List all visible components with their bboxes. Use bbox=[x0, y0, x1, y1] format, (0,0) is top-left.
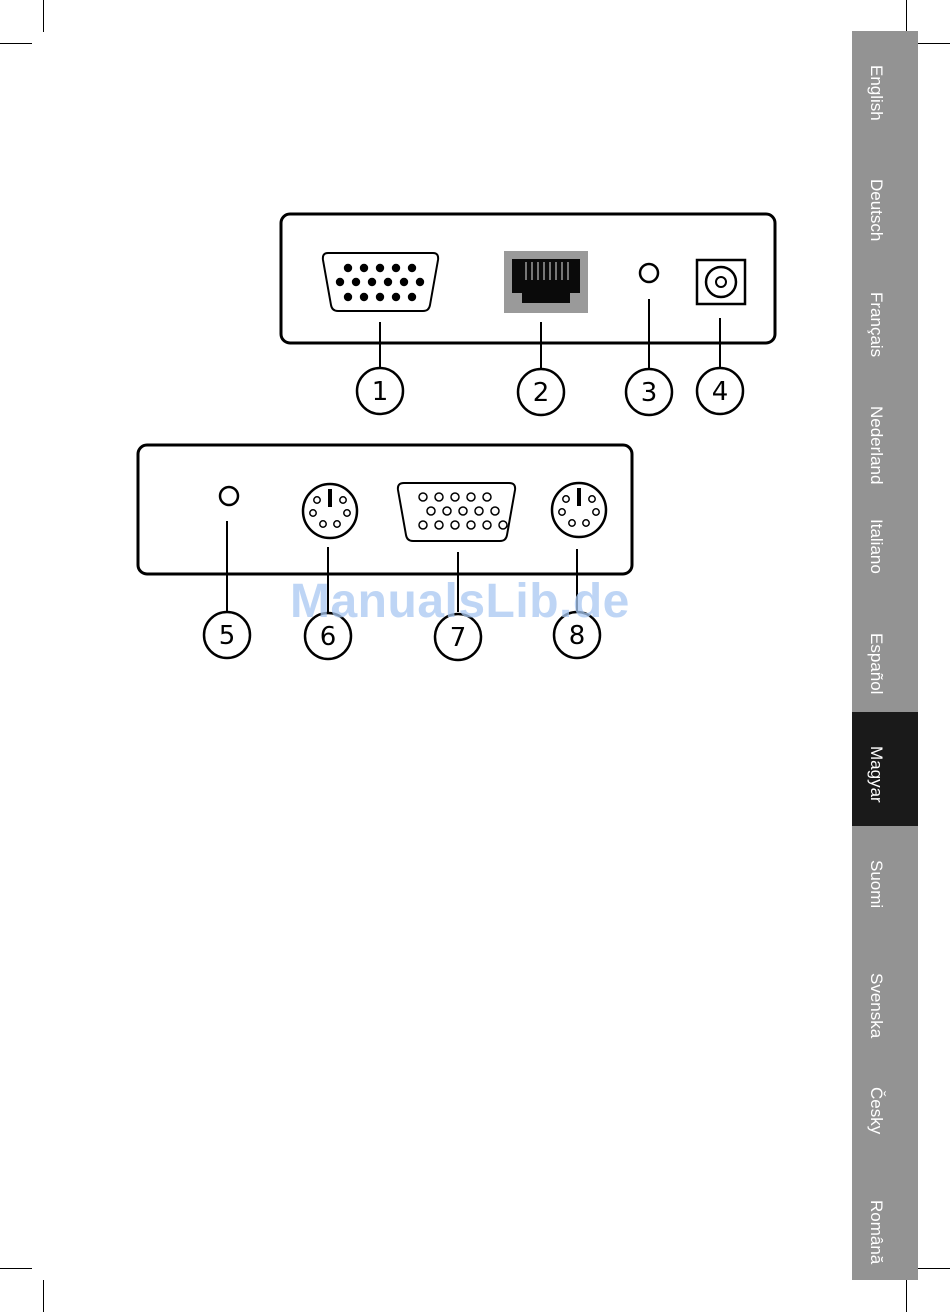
language-tab-italiano[interactable]: Italiano bbox=[852, 485, 918, 599]
language-tab-label: Español bbox=[866, 633, 886, 694]
language-tab-label: English bbox=[866, 65, 886, 121]
vga-port-icon bbox=[398, 483, 515, 541]
language-tab-deutsch[interactable]: Deutsch bbox=[852, 145, 918, 259]
language-tab-romana[interactable]: Română bbox=[852, 1166, 918, 1280]
callout-5: 5 bbox=[219, 621, 236, 651]
ethernet-port-icon bbox=[504, 251, 588, 313]
language-tab-label: Italiano bbox=[866, 519, 886, 574]
language-tab-nederlands[interactable]: Nederlands bbox=[852, 372, 918, 486]
language-tab-label: Svenska bbox=[866, 973, 886, 1038]
language-tab-label: Nederlands bbox=[866, 406, 886, 486]
watermark: ManualsLib.de bbox=[290, 574, 630, 629]
language-tab-francais[interactable]: Français bbox=[852, 258, 918, 372]
callout-1: 1 bbox=[372, 377, 389, 407]
top-device-panel: 1 2 3 4 bbox=[281, 214, 775, 415]
ps2-port-icon bbox=[303, 484, 357, 538]
ps2-port-icon bbox=[552, 483, 606, 537]
language-tab-espanol[interactable]: Español bbox=[852, 599, 918, 713]
language-tab-label: Magyar bbox=[866, 746, 886, 803]
led-indicator-icon bbox=[640, 264, 658, 282]
language-tab-label: Česky bbox=[866, 1087, 886, 1134]
callout-2: 2 bbox=[533, 378, 550, 408]
language-tab-label: Suomi bbox=[866, 860, 886, 908]
language-tab-label: Deutsch bbox=[866, 179, 886, 241]
led-indicator-icon bbox=[220, 487, 238, 505]
callout-4: 4 bbox=[712, 377, 729, 407]
language-tab-label: Français bbox=[866, 292, 886, 357]
language-tab-svenska[interactable]: Svenska bbox=[852, 939, 918, 1053]
language-tab-magyar[interactable]: Magyar bbox=[852, 712, 918, 826]
language-tab-cesky[interactable]: Česky bbox=[852, 1053, 918, 1167]
callout-3: 3 bbox=[641, 378, 658, 408]
language-tab-label: Română bbox=[866, 1200, 886, 1264]
language-tab-bar: English Deutsch Français Nederlands Ital… bbox=[852, 31, 918, 1280]
language-tab-english[interactable]: English bbox=[852, 31, 918, 145]
power-jack-icon bbox=[697, 260, 745, 304]
vga-port-icon bbox=[323, 253, 438, 311]
language-tab-suomi[interactable]: Suomi bbox=[852, 826, 918, 940]
